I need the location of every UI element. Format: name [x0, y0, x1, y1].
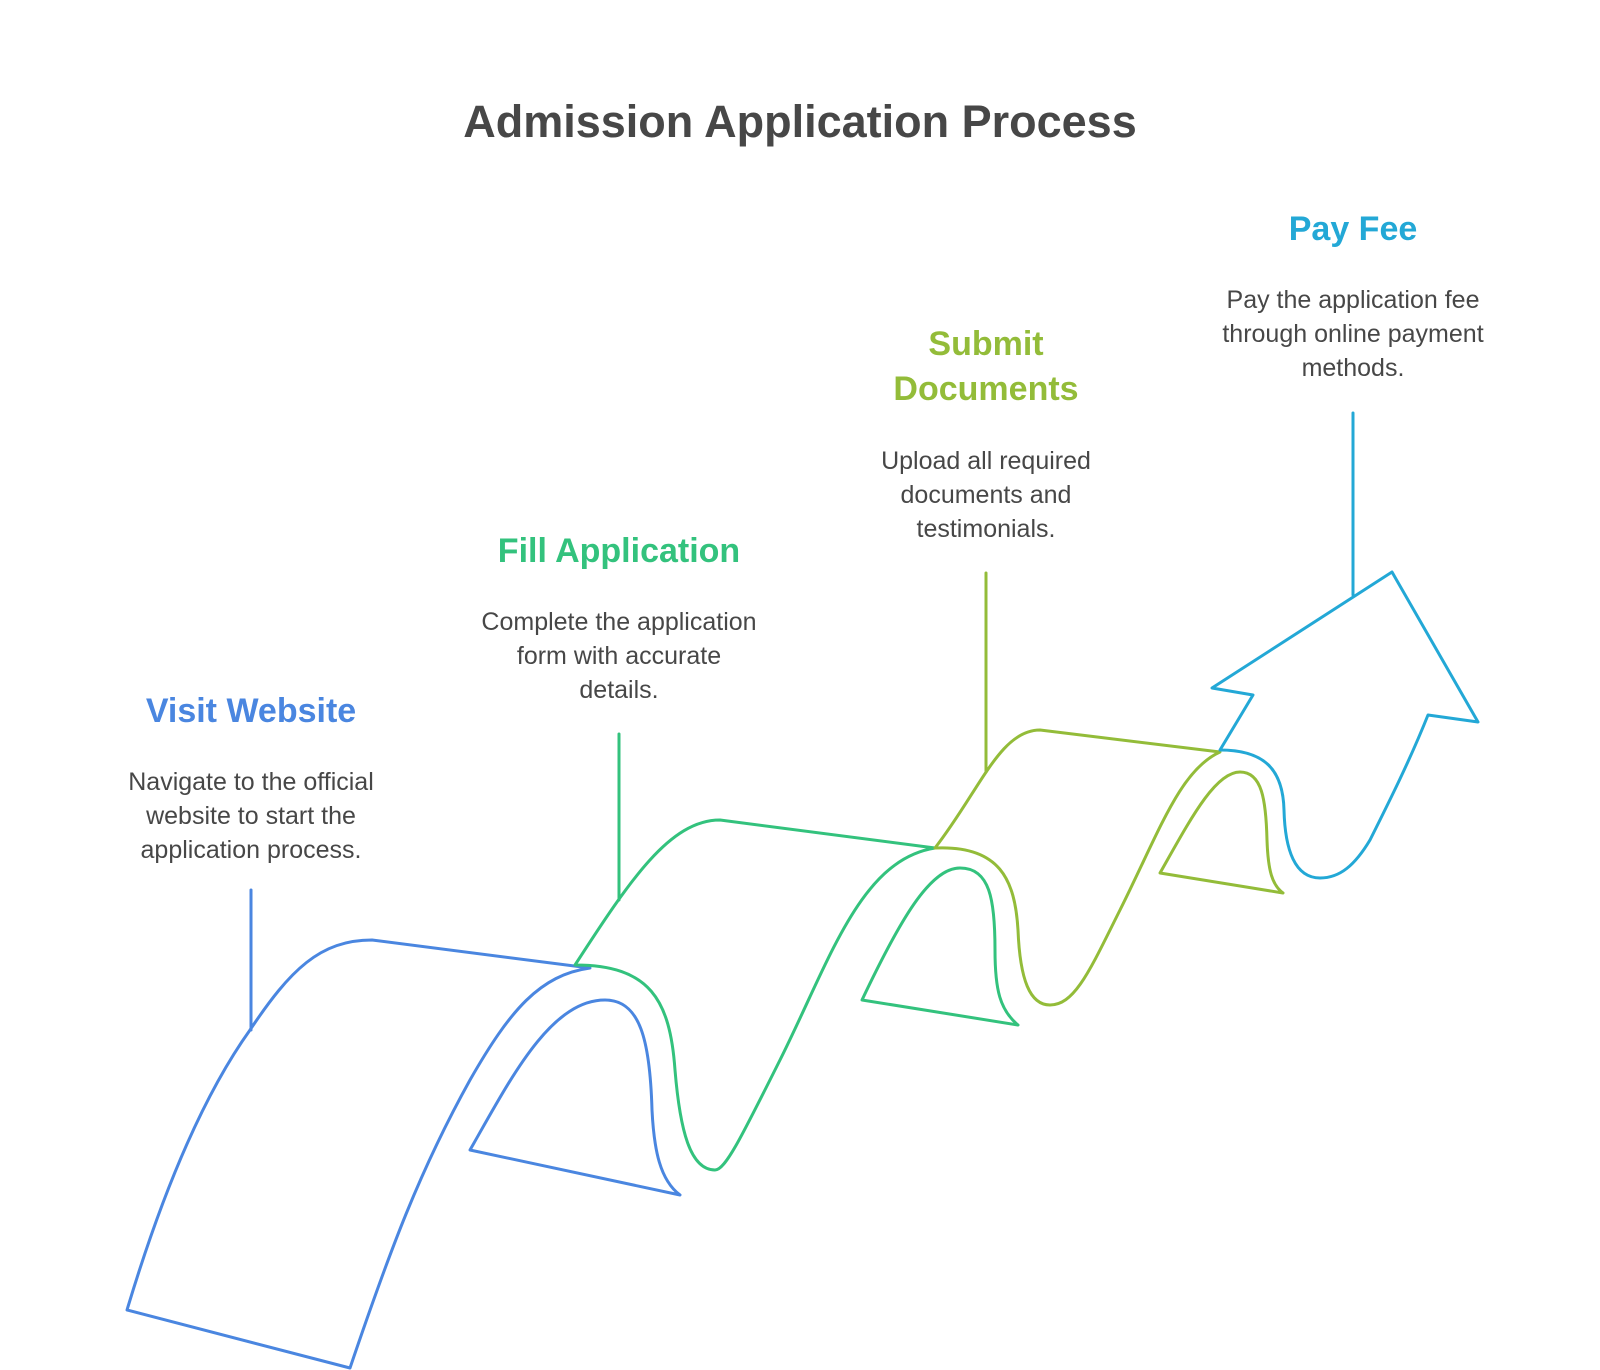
- step-title-pay-fee: Pay Fee: [1288, 210, 1418, 248]
- arrow-head-pay-fee: [1210, 570, 1480, 880]
- ribbon-segment-visit-website: [125, 938, 682, 1370]
- step-title-submit-documents: Submit Documents: [893, 325, 1079, 408]
- step-description-submit-documents: Upload all required documents and testim…: [881, 447, 1091, 543]
- step-description-fill-application: Complete the application form with accur…: [481, 608, 757, 704]
- ribbon-segment-submit-documents: [933, 728, 1285, 1007]
- step-title-visit-website: Visit Website: [145, 692, 357, 730]
- step-title-fill-application: Fill Application: [497, 532, 741, 570]
- ribbon-segment-fill-application: [573, 818, 1020, 1172]
- step-description-visit-website: Navigate to the official website to star…: [128, 768, 374, 864]
- step-description-pay-fee: Pay the application fee through online p…: [1222, 286, 1484, 382]
- page-title: Admission Application Process: [463, 96, 1137, 147]
